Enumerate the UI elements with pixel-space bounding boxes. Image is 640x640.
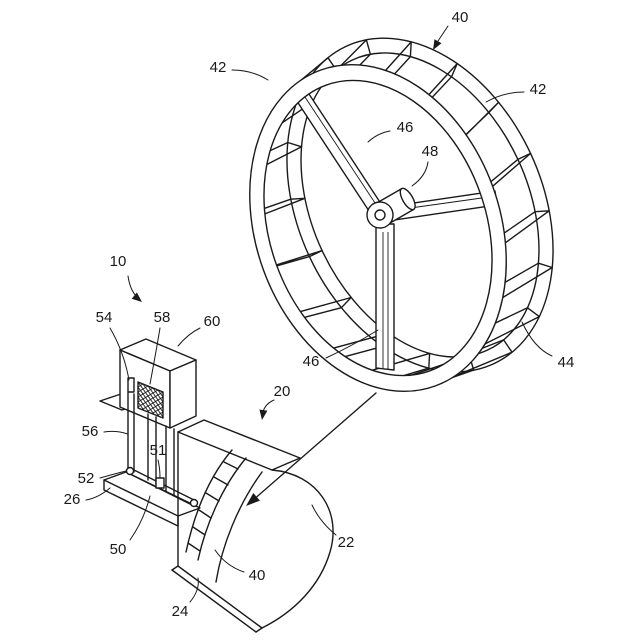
numeral-box: 60 (204, 313, 221, 330)
numeral-spoke-lower: 46 (303, 353, 320, 370)
numeral-base-plate: 26 (64, 491, 81, 508)
numeral-hub: 48 (422, 143, 439, 160)
numeral-rods: 56 (82, 423, 99, 440)
spoke-lower (376, 224, 394, 370)
numeral-assembly: 10 (110, 253, 127, 270)
numeral-spoke-upper: 46 (397, 119, 414, 136)
hatch-line (162, 417, 163, 418)
numeral-trough: 20 (274, 383, 291, 400)
numeral-cross-bar: 52 (78, 470, 95, 487)
coupling-51 (156, 478, 164, 488)
numeral-trough-wheel: 40 (249, 567, 266, 584)
cross-bar-end-left (127, 468, 134, 475)
numeral-coupling: 51 (150, 442, 167, 459)
numeral-trough-inner: 22 (338, 534, 355, 551)
numeral-wheel: 40 (452, 9, 469, 26)
numeral-magnet: 58 (154, 309, 171, 326)
hub-bore (375, 210, 385, 220)
numeral-blade: 44 (558, 354, 575, 371)
box-side-face (170, 360, 196, 428)
numeral-rim-right: 42 (530, 81, 547, 98)
cross-bar-end-right (191, 500, 198, 507)
numeral-bracket: 54 (96, 309, 113, 326)
numeral-rim-left: 42 (210, 59, 227, 76)
numeral-trough-bottom: 24 (172, 603, 189, 620)
numeral-plate: 50 (110, 541, 127, 558)
